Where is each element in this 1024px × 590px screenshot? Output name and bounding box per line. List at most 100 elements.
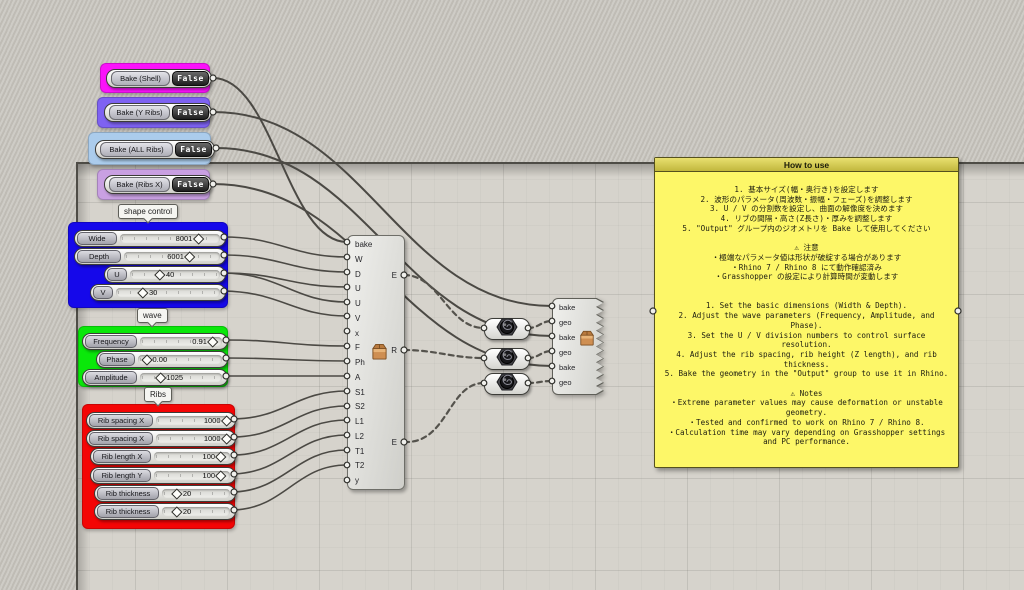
slider-track[interactable]: 8001 <box>120 232 220 245</box>
input-ph[interactable]: Ph <box>355 358 365 367</box>
slider-depth[interactable]: Depth 6001 <box>74 248 226 265</box>
slider-phase[interactable]: Phase 0.00 <box>96 351 228 368</box>
toggle-value-button[interactable]: False <box>172 105 209 120</box>
instruction-panel[interactable]: How to use 1. 基本サイズ(幅・奥行き)を設定します 2. 波形のパ… <box>654 157 959 468</box>
toggle-bake-all-ribs[interactable]: Bake (ALL Ribs) False <box>95 140 215 159</box>
input-geo-1[interactable]: geo <box>559 318 572 327</box>
slider-track[interactable]: 100 <box>154 450 230 463</box>
flatten-node-3[interactable] <box>484 373 530 395</box>
slider-rib-thickness-1[interactable]: Rib thickness 20 <box>94 485 236 502</box>
input-u2[interactable]: U <box>355 299 361 308</box>
slider-handle-icon[interactable] <box>215 450 227 463</box>
slider-track[interactable]: 20 <box>162 505 230 518</box>
slider-track[interactable]: 30 <box>116 286 220 299</box>
slider-grip[interactable]: 6001 <box>167 250 196 263</box>
slider-grip[interactable]: 20 <box>171 487 191 500</box>
slider-track[interactable]: 100 <box>154 469 230 482</box>
input-d[interactable]: D <box>355 269 361 279</box>
input-y[interactable]: y <box>355 476 359 485</box>
slider-frequency[interactable]: Frequency 0.91 <box>82 333 228 350</box>
input-bake-2[interactable]: bake <box>559 333 576 342</box>
slider-handle-icon[interactable] <box>220 414 233 427</box>
input-l2[interactable]: L2 <box>355 431 364 441</box>
output-cluster-component[interactable]: bake geo bake geo bake geo <box>552 298 604 395</box>
input-bake-3[interactable]: bake <box>559 363 576 372</box>
slider-amplitude[interactable]: Amplitude 1025 <box>82 369 228 386</box>
slider-handle-icon[interactable] <box>154 268 166 281</box>
toggle-bake-ribs-x[interactable]: Bake (Ribs X) False <box>104 175 212 194</box>
input-l1[interactable]: L1 <box>355 417 364 426</box>
cluster-input-labels: bake W D U U V x F Ph A S1 S2 L1 L2 T1 T… <box>355 240 372 485</box>
slider-grip[interactable]: 20 <box>171 505 191 518</box>
slider-grip[interactable]: 0.00 <box>140 353 167 366</box>
input-t1[interactable]: T1 <box>355 446 365 456</box>
slider-handle-icon[interactable] <box>192 232 205 245</box>
slider-v[interactable]: V 30 <box>90 284 226 301</box>
input-geo-2[interactable]: geo <box>559 348 572 357</box>
package-icon <box>579 329 595 352</box>
slider-wide[interactable]: Wide 8001 <box>74 230 226 247</box>
slider-handle-icon[interactable] <box>184 250 196 263</box>
output-e1[interactable]: E <box>391 271 397 280</box>
slider-track[interactable]: 0.91 <box>140 335 222 348</box>
toggle-bake-shell[interactable]: Bake (Shell) False <box>106 69 212 88</box>
input-geo-3[interactable]: geo <box>559 378 572 387</box>
slider-grip[interactable]: 100 <box>203 469 228 482</box>
slider-handle-icon[interactable] <box>215 469 227 482</box>
slider-rib-thickness-2[interactable]: Rib thickness 20 <box>94 503 236 520</box>
slider-handle-icon[interactable] <box>154 371 167 384</box>
slider-grip[interactable]: 1025 <box>154 371 183 384</box>
slider-handle-icon[interactable] <box>207 335 219 348</box>
toggle-value-button[interactable]: False <box>172 177 209 192</box>
toggle-value-button[interactable]: False <box>172 71 209 86</box>
main-cluster-component[interactable]: bake W D U U V x F Ph A S1 S2 L1 L2 T1 T… <box>347 235 405 490</box>
input-s1[interactable]: S1 <box>355 387 365 397</box>
slider-grip[interactable]: 1000 <box>204 432 233 445</box>
output-r[interactable]: R <box>391 346 397 355</box>
slider-grip[interactable]: 0.91 <box>192 335 219 348</box>
slider-grip[interactable]: 1000 <box>204 414 233 427</box>
slider-track[interactable]: 0.00 <box>138 353 222 366</box>
group-tag-ribs[interactable]: Ribs <box>144 387 173 402</box>
slider-track[interactable]: 40 <box>130 268 220 281</box>
slider-handle-icon[interactable] <box>171 505 183 518</box>
slider-grip[interactable]: 30 <box>137 286 157 299</box>
input-w[interactable]: W <box>355 254 363 264</box>
slider-handle-icon[interactable] <box>140 353 153 366</box>
slider-track[interactable]: 1025 <box>140 371 222 384</box>
flatten-node-2[interactable] <box>484 348 530 370</box>
input-x[interactable]: x <box>355 328 359 338</box>
flatten-node-1[interactable] <box>484 318 530 340</box>
input-t2[interactable]: T2 <box>355 461 365 471</box>
slider-handle-icon[interactable] <box>220 432 233 445</box>
slider-rib-spacing-x-2[interactable]: Rib spacing X 1000 <box>86 430 236 447</box>
input-a[interactable]: A <box>355 372 361 382</box>
input-bake[interactable]: bake <box>355 240 373 249</box>
slider-rib-spacing-x-1[interactable]: Rib spacing X 1000 <box>86 412 236 429</box>
input-v[interactable]: V <box>355 313 361 323</box>
slider-handle-icon[interactable] <box>171 487 183 500</box>
slider-grip[interactable]: 8001 <box>176 232 205 245</box>
input-f[interactable]: F <box>355 343 360 353</box>
output-e2[interactable]: E <box>391 438 397 447</box>
slider-rib-length-y[interactable]: Rib length Y 100 <box>90 467 236 484</box>
flatten-spiral-icon <box>495 348 519 371</box>
group-tag-shape-control[interactable]: shape control <box>118 204 179 219</box>
slider-grip[interactable]: 40 <box>154 268 174 281</box>
toggle-value-button[interactable]: False <box>175 142 212 157</box>
input-u1[interactable]: U <box>355 284 361 294</box>
slider-grip[interactable]: 100 <box>203 450 228 463</box>
slider-track[interactable]: 1000 <box>156 414 233 427</box>
toggle-bake-y-ribs[interactable]: Bake (Y Ribs) False <box>104 103 212 122</box>
slider-track[interactable]: 6001 <box>124 250 220 263</box>
slider-u[interactable]: U 40 <box>104 266 226 283</box>
slider-track[interactable]: 1000 <box>156 432 233 445</box>
slider-handle-icon[interactable] <box>137 286 149 299</box>
panel-title[interactable]: How to use <box>655 158 958 172</box>
slider-track[interactable]: 20 <box>162 487 230 500</box>
input-s2[interactable]: S2 <box>355 402 365 412</box>
group-tag-wave[interactable]: wave <box>137 308 168 323</box>
slider-rib-length-x[interactable]: Rib length X 100 <box>90 448 236 465</box>
input-bake-1[interactable]: bake <box>559 303 576 312</box>
